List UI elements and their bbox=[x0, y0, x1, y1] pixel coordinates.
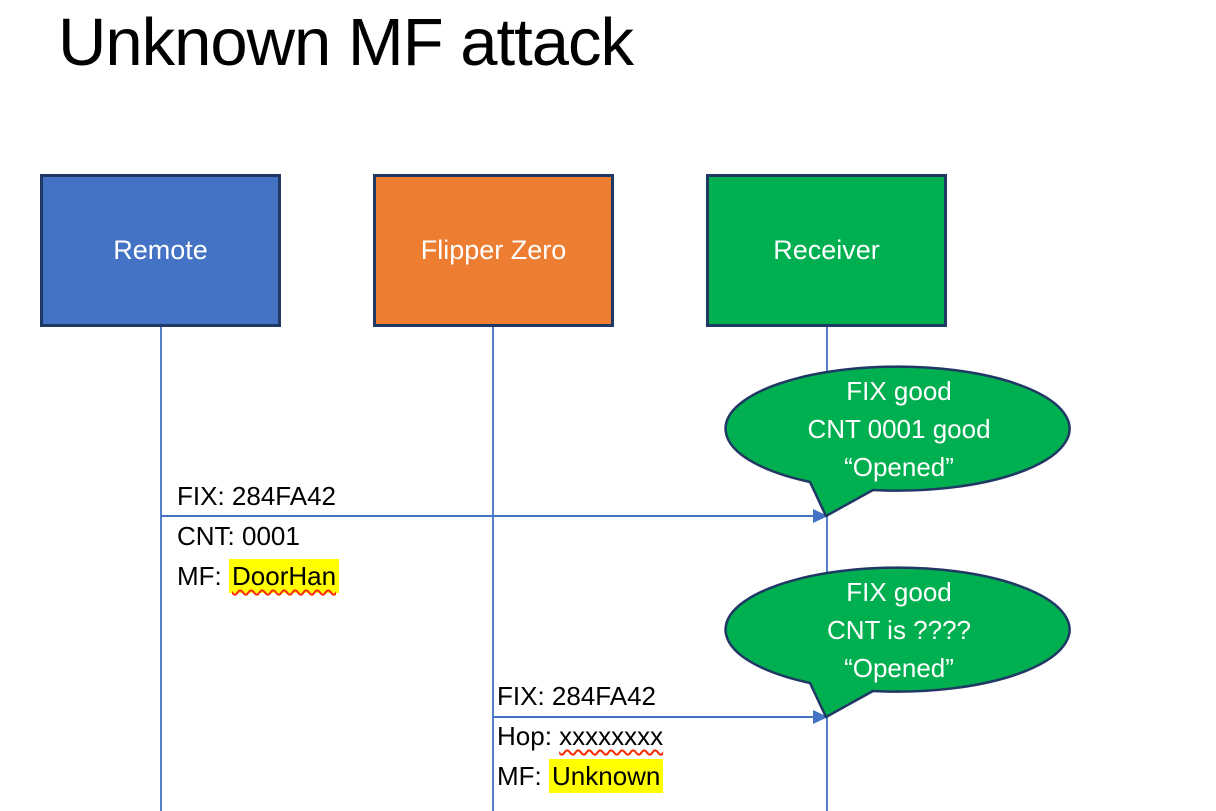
message-2-line-mf: MF: Unknown bbox=[497, 756, 664, 796]
callout-2-line-1: FIX good bbox=[846, 577, 952, 607]
actor-box-remote: Remote bbox=[40, 174, 281, 327]
actor-label-remote: Remote bbox=[113, 235, 208, 265]
squiggle-value-hop: xxxxxxxx bbox=[559, 721, 664, 751]
message-1-line-cnt: CNT: 0001 bbox=[177, 521, 300, 551]
highlighted-value-doorhan: DoorHan bbox=[229, 559, 340, 593]
message-1-line-fix: FIX: 284FA42 bbox=[177, 481, 336, 511]
callout-1-text: FIX good CNT 0001 good “Opened” bbox=[727, 372, 1071, 486]
actor-box-receiver: Receiver bbox=[706, 174, 947, 327]
message-2-line-fix: FIX: 284FA42 bbox=[497, 681, 656, 711]
message-arrow-2-head bbox=[813, 710, 828, 724]
message-2-text: FIX: 284FA42 Hop: xxxxxxxx MF: Unknown bbox=[497, 676, 664, 796]
callout-bubble-2-shape bbox=[724, 566, 1071, 719]
actor-box-flipper-zero: Flipper Zero bbox=[373, 174, 614, 327]
message-1-text: FIX: 284FA42 CNT: 0001 MF: DoorHan bbox=[177, 476, 340, 596]
callout-2-text: FIX good CNT is ???? “Opened” bbox=[727, 573, 1071, 687]
callout-1-line-2: CNT 0001 good bbox=[807, 414, 991, 444]
callout-1-line-1: FIX good bbox=[846, 376, 952, 406]
slide-title: Unknown MF attack bbox=[58, 5, 634, 80]
message-1-line-mf: MF: DoorHan bbox=[177, 556, 340, 596]
actor-label-receiver: Receiver bbox=[773, 235, 880, 265]
actor-label-flipper-zero: Flipper Zero bbox=[420, 235, 567, 265]
callout-2-line-2: CNT is ???? bbox=[826, 615, 972, 645]
message-2-line-hop: Hop: xxxxxxxx bbox=[497, 721, 664, 751]
callout-2-line-3: “Opened” bbox=[844, 653, 954, 683]
callout-1-line-3: “Opened” bbox=[844, 452, 954, 482]
message-arrow-1-head bbox=[813, 509, 828, 523]
highlighted-value-unknown: Unknown bbox=[549, 759, 664, 793]
callout-bubble-1-shape bbox=[724, 365, 1071, 518]
